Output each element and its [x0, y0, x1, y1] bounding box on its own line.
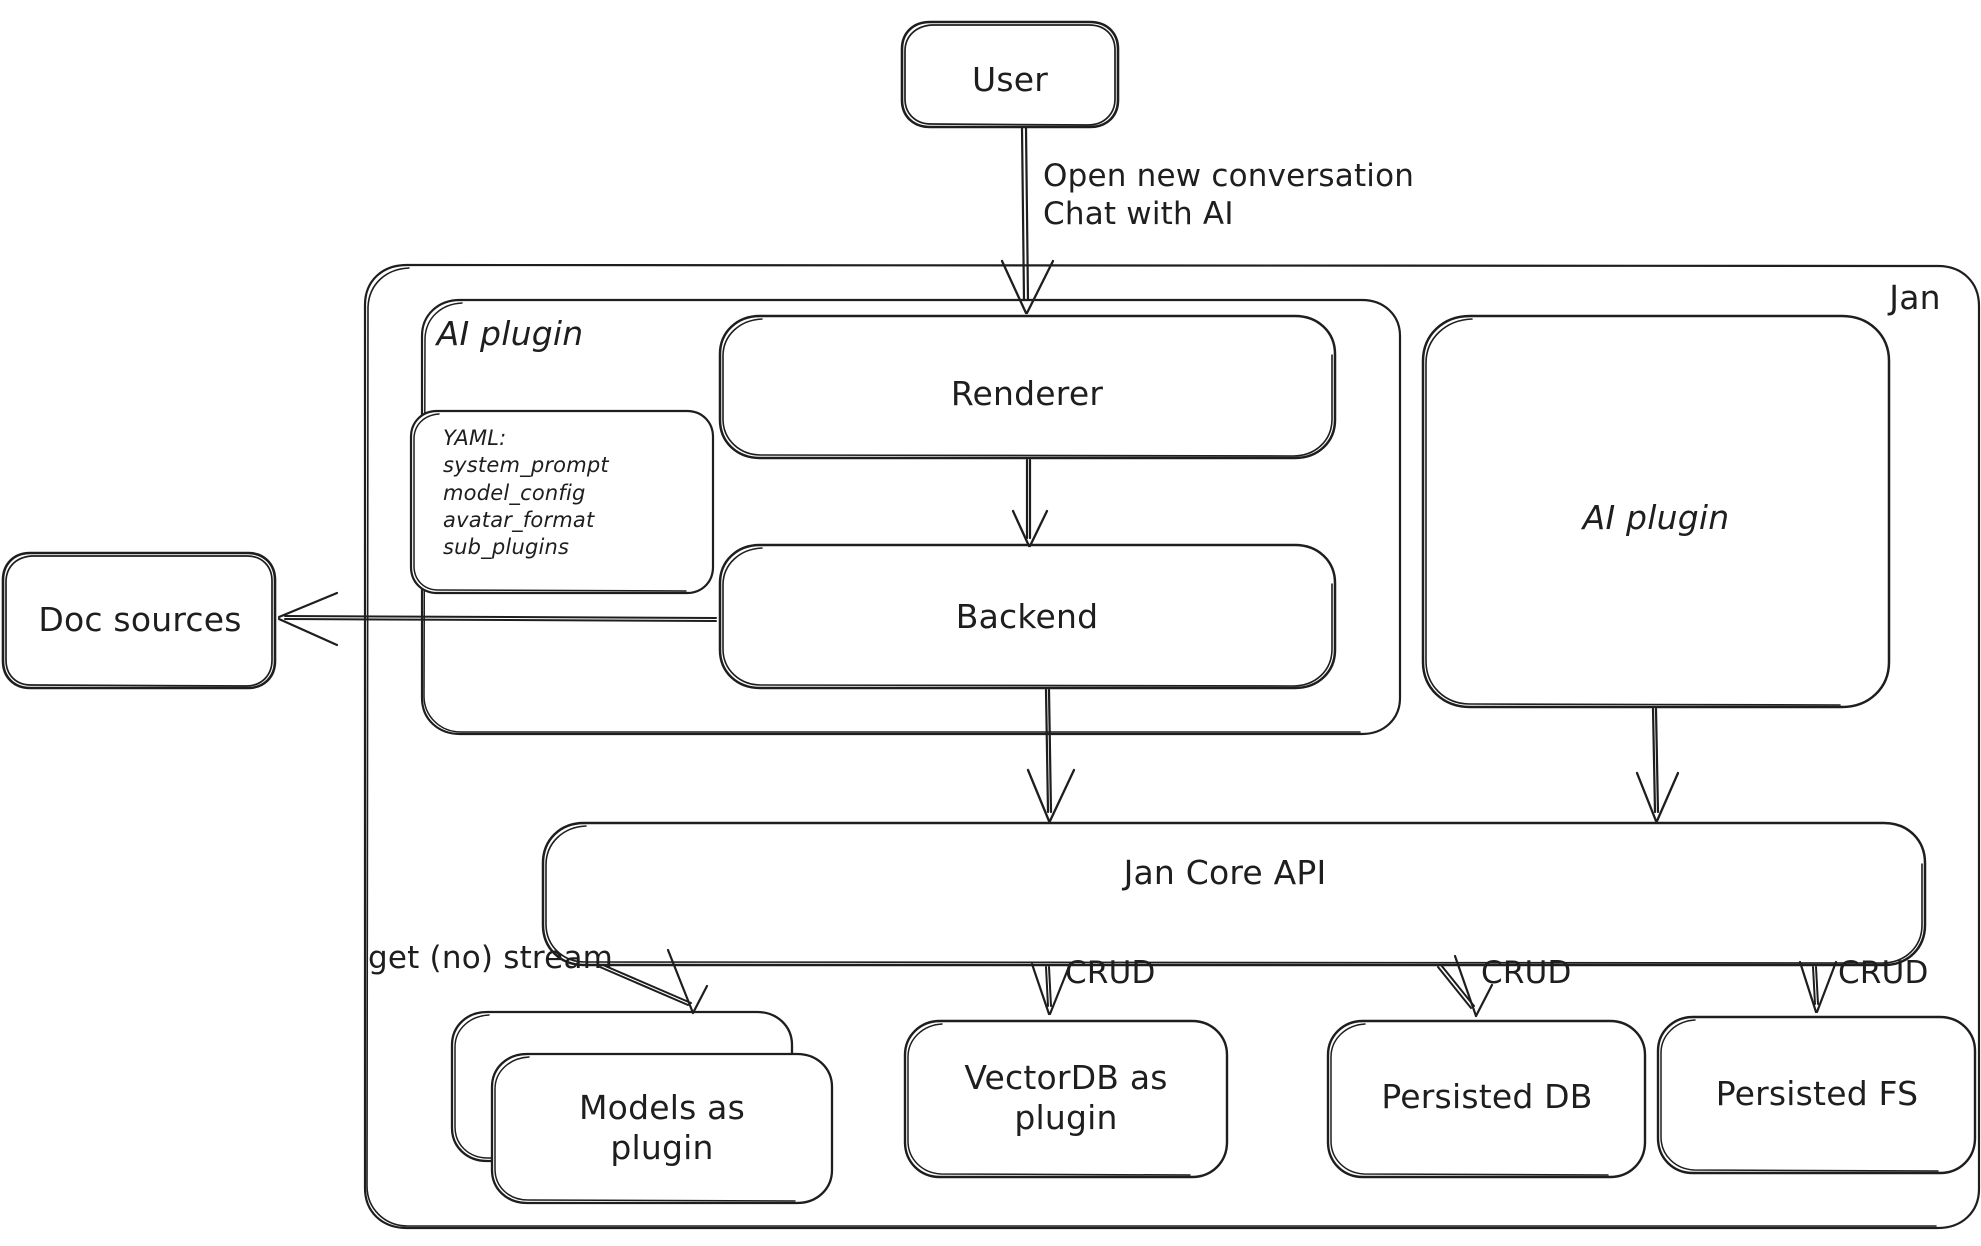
edge-ai-plugin-to-jan-core-api — [1635, 707, 1680, 823]
node-label-ai-plugin-right[interactable]: AI plugin — [1582, 497, 1730, 537]
yaml-card-text: YAML: system_prompt model_config avatar_… — [443, 426, 609, 560]
group-label-ai-plugin: AI plugin — [436, 313, 584, 353]
edge-backend-to-doc-sources — [277, 591, 717, 647]
node-label-persisted-db[interactable]: Persisted DB — [1381, 1076, 1593, 1116]
edge-jan-core-api-to-models — [599, 948, 709, 1015]
edge-jan-core-api-to-persisted-fs — [1798, 960, 1838, 1014]
node-label-backend[interactable]: Backend — [955, 596, 1099, 636]
node-label-vectordb-as-plugin[interactable]: VectorDB as plugin — [964, 1057, 1168, 1137]
edge-label-get-no-stream: get (no) stream — [368, 940, 614, 976]
node-jan-core-api-box — [541, 821, 1927, 967]
node-label-persisted-fs[interactable]: Persisted FS — [1715, 1073, 1919, 1113]
edge-renderer-to-backend — [1011, 458, 1049, 548]
edge-label-crud-persisted-db: CRUD — [1481, 955, 1572, 991]
node-label-doc-sources[interactable]: Doc sources — [38, 599, 242, 639]
group-label-jan: Jan — [1889, 277, 1941, 317]
node-label-renderer[interactable]: Renderer — [950, 373, 1104, 413]
node-label-user[interactable]: User — [971, 59, 1049, 99]
edge-label-crud-vectordb: CRUD — [1065, 955, 1156, 991]
edge-label-crud-persisted-fs: CRUD — [1838, 955, 1929, 991]
node-label-models-as-plugin[interactable]: Models as plugin — [579, 1087, 745, 1167]
edge-backend-to-jan-core-api — [1026, 688, 1076, 823]
edge-label-open-new-conversation: Open new conversation Chat with AI — [1043, 158, 1415, 232]
node-label-jan-core-api[interactable]: Jan Core API — [1123, 852, 1327, 892]
